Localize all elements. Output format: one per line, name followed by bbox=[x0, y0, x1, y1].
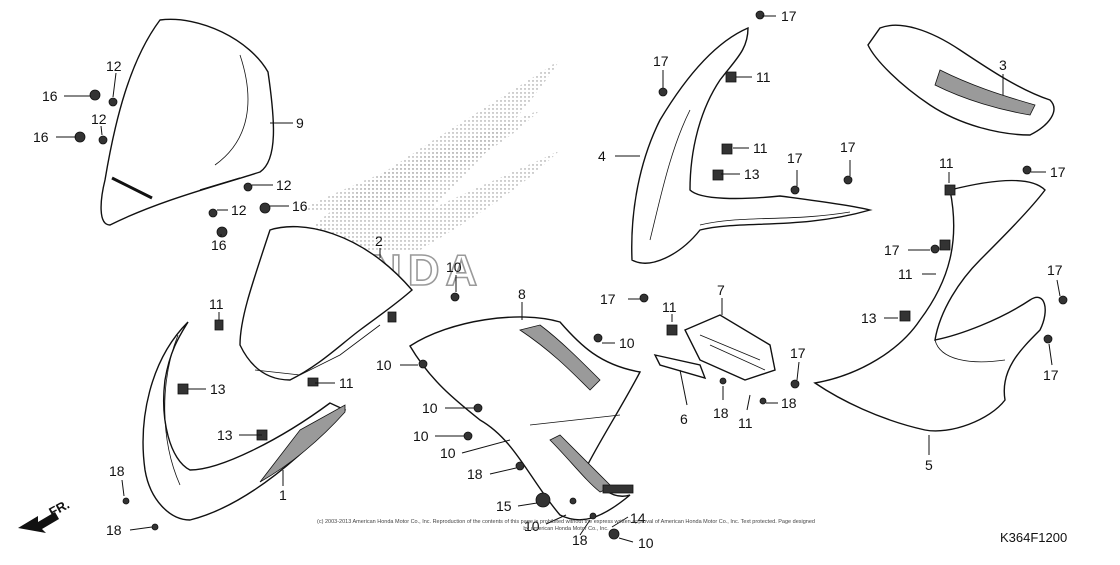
callout-16: 16 bbox=[211, 237, 227, 253]
callout-11: 11 bbox=[662, 299, 677, 315]
front-direction-arrow: FR. bbox=[18, 497, 72, 533]
callout-13: 13 bbox=[744, 166, 760, 182]
callout-17: 17 bbox=[1047, 262, 1063, 278]
callout-17: 17 bbox=[1043, 367, 1059, 383]
callout-18: 18 bbox=[713, 405, 729, 421]
callout-14: 14 bbox=[630, 510, 646, 526]
part-3-inner-duct bbox=[867, 24, 1055, 136]
callout-18: 18 bbox=[109, 463, 125, 479]
callout-2: 2 bbox=[375, 233, 383, 249]
callout-13: 13 bbox=[217, 427, 233, 443]
part-8-center-cover bbox=[409, 316, 642, 521]
callout-12: 12 bbox=[91, 111, 107, 127]
callout-17: 17 bbox=[781, 8, 797, 24]
part-6-stay bbox=[653, 353, 707, 380]
callout-11: 11 bbox=[753, 140, 768, 156]
callout-7: 7 bbox=[717, 282, 725, 298]
part-7-bracket bbox=[684, 314, 776, 381]
part-4-upper-cover bbox=[631, 26, 873, 264]
callout-3: 3 bbox=[999, 57, 1007, 73]
copyright-notice: (c) 2003-2013 American Honda Motor Co., … bbox=[317, 519, 815, 532]
hardware bbox=[74, 10, 1068, 540]
callout-15: 15 bbox=[496, 498, 512, 514]
part-5-side-cover bbox=[813, 179, 1046, 432]
callout-10: 18 bbox=[467, 466, 483, 482]
callout-11: 11 bbox=[939, 155, 954, 171]
callout-10: 10 bbox=[524, 518, 540, 534]
callout-16: 16 bbox=[292, 198, 308, 214]
callout-10: 10 bbox=[638, 535, 654, 551]
callout-18: 18 bbox=[106, 522, 122, 538]
callout-12: 12 bbox=[231, 202, 247, 218]
part-2-inner-panel bbox=[239, 225, 413, 381]
callout-18: 10 bbox=[440, 445, 456, 461]
callout-11: 11 bbox=[738, 415, 753, 431]
callout-6: 6 bbox=[680, 411, 688, 427]
callout-17: 17 bbox=[1050, 164, 1066, 180]
callout-13: 13 bbox=[210, 381, 226, 397]
callout-5: 5 bbox=[925, 457, 933, 473]
part-9-windscreen bbox=[100, 18, 275, 226]
leader-lines bbox=[56, 15, 1061, 543]
callout-10: 10 bbox=[446, 259, 462, 275]
callout-17: 17 bbox=[653, 53, 669, 69]
callout-12: 12 bbox=[276, 177, 292, 193]
callout-13: 13 bbox=[861, 310, 877, 326]
callout-10: 10 bbox=[413, 428, 429, 444]
callout-17: 17 bbox=[884, 242, 900, 258]
figure-code: K364F1200 bbox=[1000, 530, 1068, 545]
callout-labels: 16 12 12 16 9 12 12 16 16 2 11 13 11 13 … bbox=[33, 8, 1066, 551]
callout-17: 17 bbox=[787, 150, 803, 166]
callout-16: 16 bbox=[33, 129, 49, 145]
callout-11: 11 bbox=[898, 266, 913, 282]
callout-17: 17 bbox=[600, 291, 616, 307]
callout-11: 11 bbox=[756, 69, 771, 85]
callout-8: 8 bbox=[518, 286, 526, 302]
callout-11: 11 bbox=[339, 375, 354, 391]
callout-10: 10 bbox=[376, 357, 392, 373]
callout-17: 17 bbox=[790, 345, 806, 361]
callout-10: 10 bbox=[619, 335, 635, 351]
callout-16: 16 bbox=[42, 88, 58, 104]
callout-18: 18 bbox=[781, 395, 797, 411]
callout-1: 1 bbox=[279, 487, 287, 503]
callout-11: 11 bbox=[209, 296, 224, 312]
callout-9: 9 bbox=[296, 115, 304, 131]
callout-18: 18 bbox=[572, 532, 588, 548]
callout-4: 4 bbox=[598, 148, 606, 164]
callout-12: 12 bbox=[106, 58, 122, 74]
callout-17: 17 bbox=[840, 139, 856, 155]
part-1-front-cover bbox=[142, 321, 347, 521]
callout-10: 10 bbox=[422, 400, 438, 416]
